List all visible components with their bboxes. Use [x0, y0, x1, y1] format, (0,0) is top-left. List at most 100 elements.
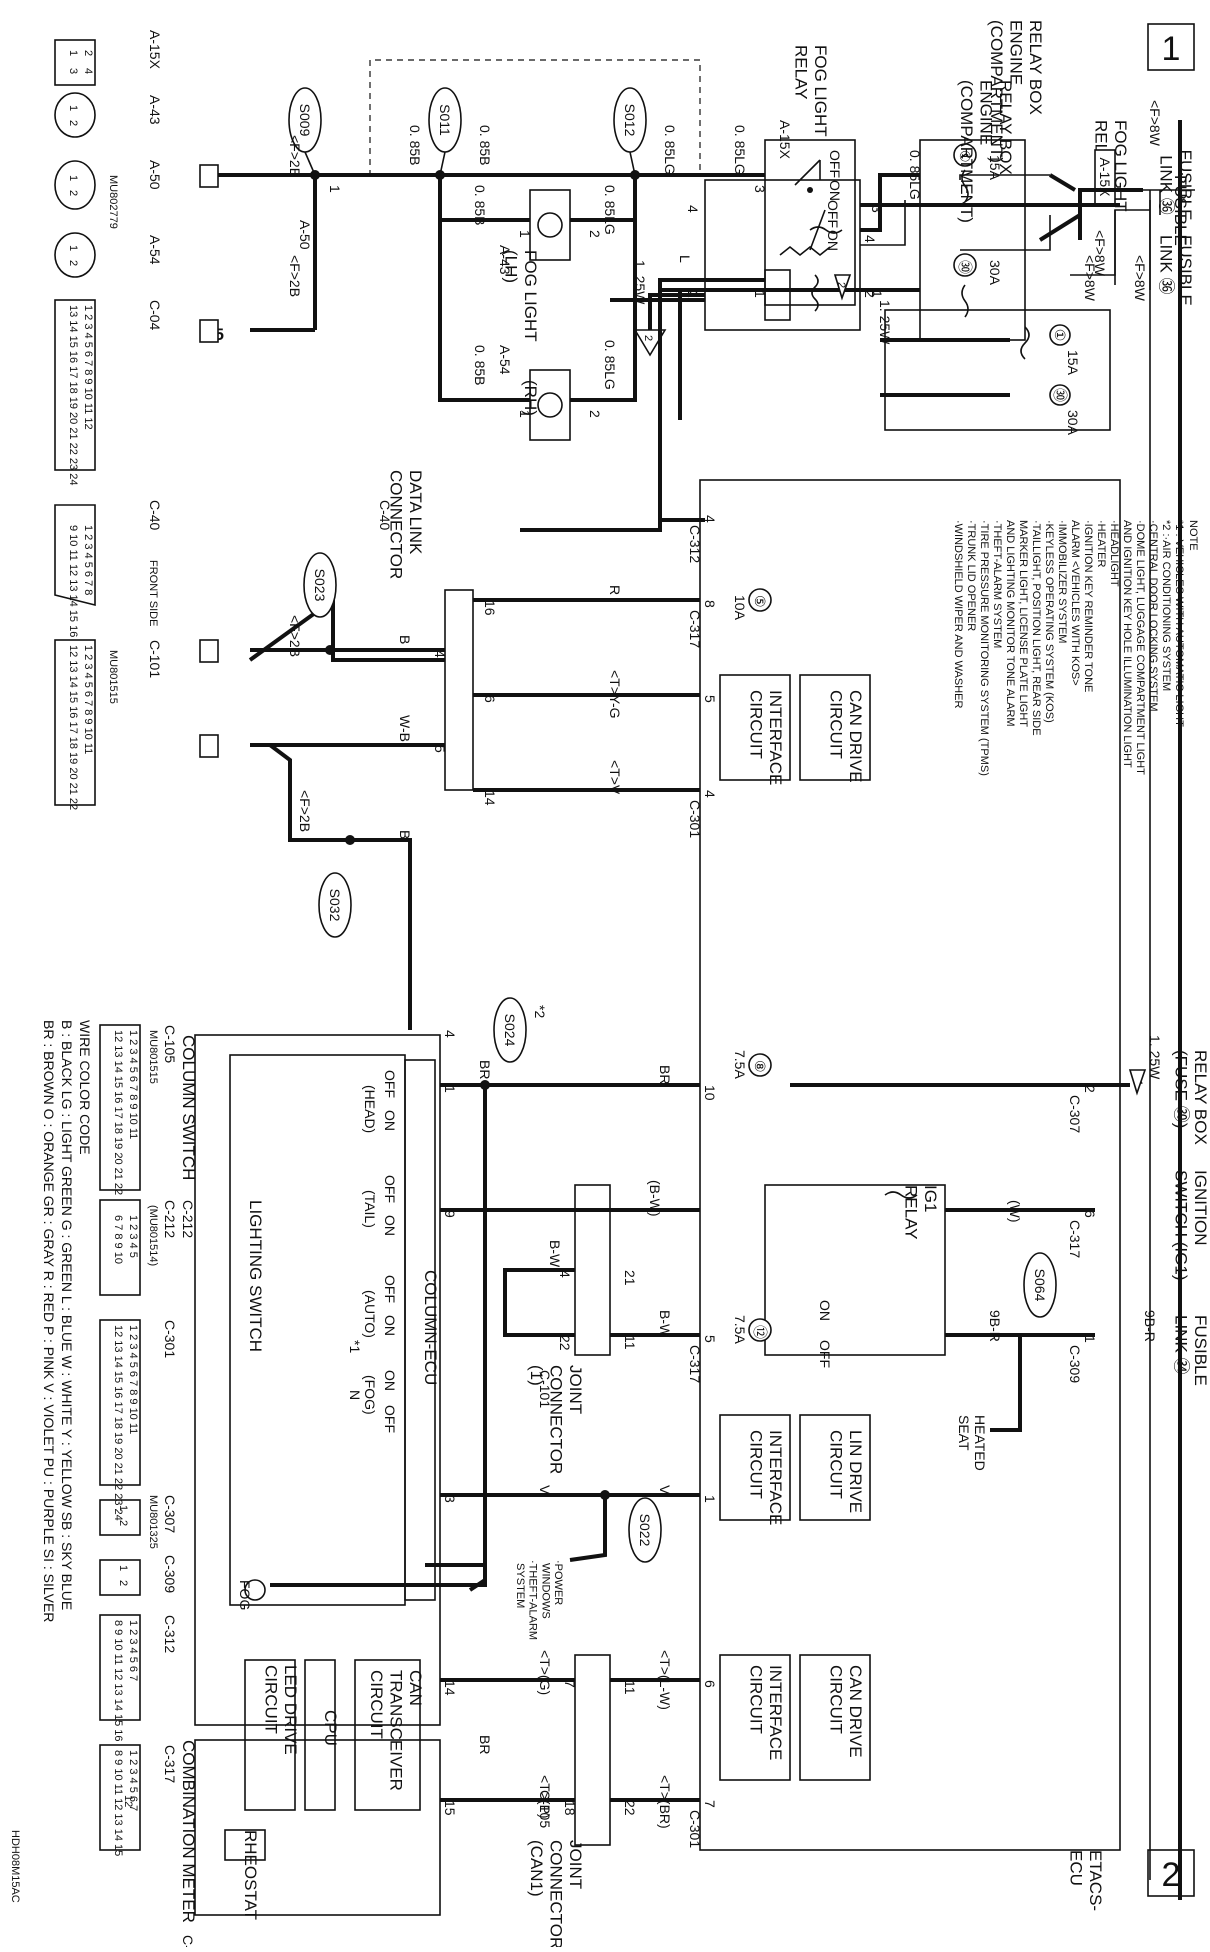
wire-tyg-label: <T>Y-G	[607, 670, 623, 719]
sw-auto: (AUTO)	[362, 1290, 378, 1338]
relay-box-engine-frame	[884, 309, 1111, 431]
wire-l	[658, 278, 765, 522]
svg-text:1 2 3 4 5 6 7 8: 1 2 3 4 5 6 7 8	[82, 525, 94, 595]
label-fog-light-relay-conn: A-15X	[777, 120, 793, 160]
splice-s064	[1023, 1252, 1057, 1318]
wire-tp-label: <T>(P)	[537, 1775, 553, 1819]
tag-c312: C-312	[687, 525, 703, 563]
pin-10: 10	[702, 1085, 718, 1101]
label-joint-connector-1-conn: C-101	[537, 1370, 553, 1408]
splice-s024	[493, 997, 527, 1063]
sw-relay-off: OFF	[827, 150, 843, 178]
fuse-30-label: ㉚	[1052, 388, 1068, 402]
label-ig1-relay: IG1RELAY	[901, 1185, 940, 1240]
svg-text:1 2 3 4 5 6 7 8 9 10 11: 1 2 3 4 5 6 7 8 9 10 11	[127, 1325, 139, 1434]
tag-c309: C-309	[1067, 1345, 1083, 1383]
svg-text:3: 3	[67, 68, 79, 74]
pin-a15x-2-u: 2	[862, 290, 878, 298]
fuse-1-amp: 15A	[987, 155, 1003, 181]
wire-tg-label: <T>(G)	[537, 1650, 553, 1695]
svg-text:MU801515: MU801515	[107, 650, 119, 704]
splice-s012: S012	[613, 87, 647, 153]
svg-text:·WINDSHIELD WIPER AND WASHER: ·WINDSHIELD WIPER AND WASHER	[952, 520, 964, 708]
wire-tv-label: <T>V	[607, 760, 623, 795]
svg-text:MU801515: MU801515	[147, 1030, 159, 1084]
interface-circuit-1	[719, 674, 791, 781]
sw-tail-off: OFF	[382, 1175, 398, 1203]
fuse-5-amp: 10A	[732, 595, 748, 621]
wire-code-title: WIRE COLOR CODE	[77, 1020, 93, 1155]
wire-f2b-c-label: <F>2B	[287, 615, 303, 657]
fuse-8-circle	[748, 1053, 772, 1077]
fuse-12-circle	[748, 1318, 772, 1342]
label-interface-1: INTERFACECIRCUIT	[746, 690, 785, 785]
svg-text:C-04: C-04	[147, 300, 163, 331]
pin-105-11: 11	[622, 1680, 638, 1695]
sw-auto-on: ON	[382, 1315, 398, 1336]
ig1-relay	[764, 1184, 946, 1356]
svg-text:·TIRE PRESSURE MONITORING SYST: ·TIRE PRESSURE MONITORING SYSTEM (TPMS)	[978, 520, 990, 776]
wire-f8w-a-label: <F>8W	[1147, 100, 1163, 147]
pin-307-2: 2	[1082, 1085, 1098, 1093]
pin-309-1: 1	[1082, 1335, 1098, 1343]
svg-text:*1 : VEHICLES WITH AUTOMATIC L: *1 : VEHICLES WITH AUTOMATIC LIGHT	[1173, 520, 1185, 727]
svg-text:AND LIGHTING MONITOR TONE ALAR: AND LIGHTING MONITOR TONE ALARM	[1004, 520, 1016, 727]
label-interface-2: INTERFACECIRCUIT	[746, 1430, 785, 1525]
svg-text:·DOME LIGHT, LUGGAGE COMPARTME: ·DOME LIGHT, LUGGAGE COMPARTMENT LIGHT	[1134, 520, 1146, 775]
column-switch	[194, 1034, 441, 1726]
label-column-switch-conn: C-212	[180, 1200, 196, 1238]
fog-relay-off: OFF	[825, 200, 841, 228]
pin-col-3: 3	[442, 1495, 458, 1503]
pin-105-7: 7	[562, 1680, 578, 1688]
sw-tail: (TAIL)	[362, 1190, 378, 1228]
label-joint-connector-1: JOINTCONNECTOR(1)	[527, 1365, 585, 1474]
label-can-drive-1: CAN DRIVECIRCUIT	[826, 690, 865, 783]
svg-text:A-43: A-43	[147, 95, 163, 125]
svg-text:12 13 14 15 16 17 18 19 20 21: 12 13 14 15 16 17 18 19 20 21 22	[112, 1030, 124, 1195]
cpu-block	[304, 1659, 336, 1811]
fusible-link-36: FUSIBLE	[1171, 175, 1190, 246]
label-interface-3: INTERFACECIRCUIT	[746, 1665, 785, 1760]
note-title: NOTE	[1187, 520, 1199, 551]
svg-text:·THEFT-ALARM SYSTEM: ·THEFT-ALARM SYSTEM	[991, 520, 1003, 648]
label-can-transceiver: CANTRANSCEIVERCIRCUIT	[367, 1670, 425, 1791]
fuse-30-rating: 30A	[1065, 410, 1081, 436]
sw-auto-note: *1	[347, 1340, 363, 1353]
lin-drive-circuit	[799, 1414, 871, 1521]
pin-7: 7	[702, 1800, 718, 1808]
splice-s064-label: S064	[1032, 1269, 1048, 1302]
label-lin-drive: LIN DRIVECIRCUIT	[826, 1430, 865, 1513]
connector-view-a43: 1 2 A-43 MU802779	[54, 92, 163, 229]
wire-code-row-2: BR : BROWN O : ORANGE GR : GRAY R : RED …	[41, 1020, 57, 1622]
svg-text:S011: S011	[437, 104, 453, 136]
fuse-12-amp: 7.5A	[732, 1315, 748, 1344]
label-data-link-conn: C-40	[377, 500, 393, 531]
can-drive-circuit-1	[799, 674, 871, 781]
label-ignition-switch: IGNITIONSWITCH (IG1)	[1171, 1170, 1210, 1281]
fog-light-relay	[764, 139, 856, 306]
wire-lg-a-label: 0. 85LG	[732, 125, 748, 175]
svg-text:1 2 3 4 5 6 7 8 9 10 11 12: 1 2 3 4 5 6 7 8 9 10 11 12	[82, 305, 94, 430]
pin-1: 1	[702, 1495, 718, 1503]
tri-2-u: 2	[835, 282, 847, 288]
label-can-drive-2: CAN DRIVECIRCUIT	[826, 1665, 865, 1758]
sw-s024-note: *2	[532, 1005, 548, 1018]
label-relay-box-engine: RELAY BOXENGINE(COMPARTMENT)	[957, 80, 1015, 223]
pin-col-1: 1	[442, 1085, 458, 1093]
wire-br-c-label: BR	[477, 1735, 493, 1754]
svg-text:1: 1	[67, 175, 79, 181]
svg-text:1 2 3 4 5 6 7: 1 2 3 4 5 6 7	[127, 1620, 139, 1681]
svg-text:A-54: A-54	[147, 235, 163, 265]
fuse-30-amp: 30A	[987, 260, 1003, 286]
svg-text:*2 :·AIR CONDITIONING SYSTEM: *2 :·AIR CONDITIONING SYSTEM	[1160, 520, 1172, 691]
schematic-rotated: FUSIBLELINK ㊱ <F>8W <F>8W RELAY BOXENGIN…	[520, 20, 1195, 1900]
pin-317-8: 8	[702, 600, 718, 608]
svg-text:S009: S009	[297, 104, 313, 137]
label-power-windows: ·POWER WINDOWS·THEFT-ALARM SYSTEM	[514, 1560, 564, 1640]
label-joint-connector-can1: JOINTCONNECTOR(CAN1)	[527, 1840, 585, 1947]
svg-text:12 13 14 15 16 17 18 19 20 21: 12 13 14 15 16 17 18 19 20 21 22	[67, 645, 79, 810]
connector-view-c101: 1 2 3 4 5 6 7 8 9 10 11 12 13 14 15 16 1…	[54, 639, 163, 810]
fog-light-relay-frame	[704, 179, 861, 331]
svg-text:1: 1	[117, 1565, 129, 1571]
svg-text:2: 2	[82, 50, 94, 56]
